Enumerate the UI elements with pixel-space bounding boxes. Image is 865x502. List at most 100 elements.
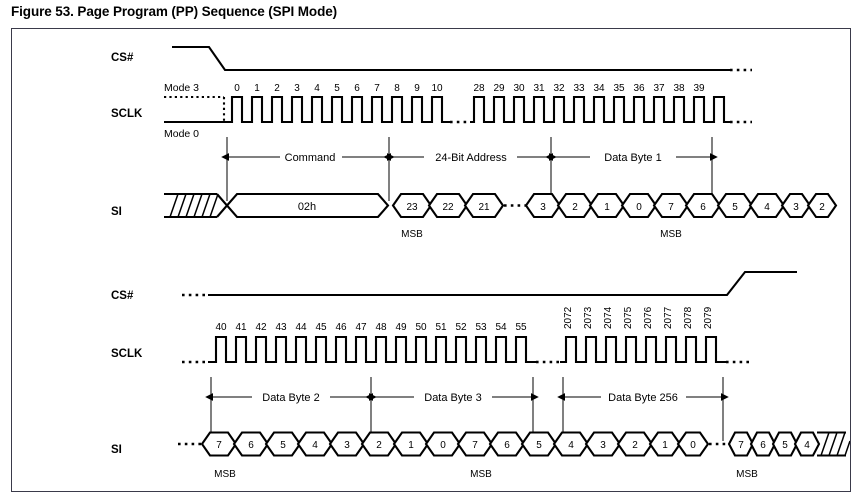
bottom-cs-signal-label: CS# [111,290,134,302]
svg-text:3: 3 [793,202,799,213]
bottom-clock-numbers-a: 40 41 42 43 44 45 46 47 48 49 50 51 52 5… [215,322,527,333]
svg-text:53: 53 [475,322,487,333]
svg-text:3: 3 [540,202,546,213]
svg-text:0: 0 [690,440,696,451]
svg-text:37: 37 [653,83,665,94]
svg-text:48: 48 [375,322,387,333]
svg-text:1: 1 [408,440,414,451]
svg-text:0: 0 [636,202,642,213]
svg-text:6: 6 [504,440,510,451]
svg-text:49: 49 [395,322,407,333]
top-cs-signal-label: CS# [111,52,134,64]
svg-text:43: 43 [275,322,287,333]
bottom-phase-label-databyte3: Data Byte 3 [424,392,481,404]
bottom-phase-label-databyte256: Data Byte 256 [608,392,678,404]
bottom-sclk-signal-label: SCLK [111,348,143,360]
top-sclk-pulses-b [470,95,730,124]
svg-text:40: 40 [215,322,227,333]
svg-text:41: 41 [235,322,247,333]
svg-text:0: 0 [234,83,240,94]
svg-text:55: 55 [515,322,527,333]
svg-text:38: 38 [673,83,685,94]
svg-text:30: 30 [513,83,525,94]
svg-text:5: 5 [536,440,542,451]
top-phase-label-databyte1: Data Byte 1 [604,152,661,164]
bottom-si-databyte3-bits: 7 6 5 4 3 2 1 0 [456,431,710,457]
svg-text:2: 2 [819,202,825,213]
svg-text:9: 9 [414,83,420,94]
svg-text:6: 6 [248,440,254,451]
bottom-phase-separators [210,377,724,441]
svg-text:7: 7 [374,83,380,94]
svg-text:2072: 2072 [563,306,574,329]
bottom-sclk-pulses-a [208,335,536,364]
svg-text:2: 2 [274,83,280,94]
svg-text:2075: 2075 [623,306,634,329]
top-si-address-bits-tail: 3 2 1 0 [524,192,658,219]
top-mode0-label: Mode 0 [164,128,199,140]
top-phase-address: 24-Bit Address [383,152,557,164]
bottom-si-dontcare-end [817,431,850,457]
timing-diagram-svg: CS# SCLK Mode 3 Mode 0 0 1 2 3 4 5 [111,45,850,480]
svg-text:5: 5 [782,440,788,451]
bottom-si-databyte2-bits: 7 6 5 4 3 2 1 0 [200,431,462,457]
svg-text:4: 4 [568,440,574,451]
page-title: Figure 53. Page Program (PP) Sequence (S… [11,4,338,19]
svg-text:32: 32 [553,83,565,94]
svg-text:3: 3 [294,83,300,94]
svg-text:4: 4 [312,440,318,451]
svg-text:23: 23 [406,202,418,213]
svg-text:2079: 2079 [703,306,714,329]
svg-text:2076: 2076 [643,306,654,329]
bottom-sclk-pulses-b [560,335,726,364]
bottom-clock-numbers-b: 2072 2073 2074 2075 2076 2077 2078 2079 [563,306,714,329]
svg-text:2: 2 [376,440,382,451]
svg-text:6: 6 [354,83,360,94]
svg-text:2: 2 [572,202,578,213]
svg-text:5: 5 [732,202,738,213]
svg-text:7: 7 [738,440,744,451]
svg-text:7: 7 [216,440,222,451]
top-msb-marker-address: MSB [401,229,423,240]
svg-text:4: 4 [314,83,320,94]
svg-text:0: 0 [440,440,446,451]
top-si-signal-label: SI [111,206,122,218]
svg-text:51: 51 [435,322,447,333]
svg-text:22: 22 [442,202,454,213]
svg-text:4: 4 [804,440,810,451]
svg-text:1: 1 [662,440,668,451]
bottom-cs-waveform [208,270,797,297]
bottom-msb-marker-byte3: MSB [470,469,492,480]
bottom-msb-marker-byte256: MSB [736,469,758,480]
svg-text:5: 5 [280,440,286,451]
svg-text:54: 54 [495,322,507,333]
svg-text:47: 47 [355,322,367,333]
bottom-msb-marker-byte2: MSB [214,469,236,480]
top-clock-numbers-a: 0 1 2 3 4 5 6 7 8 9 10 [234,83,443,94]
top-sclk-signal-label: SCLK [111,108,143,120]
svg-text:8: 8 [394,83,400,94]
bottom-phase-databyte3: Data Byte 3 [365,392,539,404]
svg-text:2073: 2073 [583,306,594,329]
top-phase-separators [226,137,713,201]
svg-text:7: 7 [472,440,478,451]
svg-text:2078: 2078 [683,306,694,329]
bottom-phase-label-databyte2: Data Byte 2 [262,392,319,404]
svg-text:34: 34 [593,83,605,94]
bottom-phase-databyte256: Data Byte 256 [557,392,729,404]
svg-text:3: 3 [600,440,606,451]
svg-text:36: 36 [633,83,645,94]
svg-text:42: 42 [255,322,267,333]
top-mode3-label: Mode 3 [164,82,199,94]
svg-text:52: 52 [455,322,467,333]
svg-text:35: 35 [613,83,625,94]
svg-text:29: 29 [493,83,505,94]
top-msb-marker-data: MSB [660,229,682,240]
top-si-command-value: 02h [298,201,316,213]
top-phase-databyte1: Data Byte 1 [545,152,718,164]
top-si-transition-a [216,193,229,218]
bottom-phase-databyte2: Data Byte 2 [205,392,377,404]
svg-text:6: 6 [700,202,706,213]
svg-text:2: 2 [632,440,638,451]
svg-text:44: 44 [295,322,307,333]
